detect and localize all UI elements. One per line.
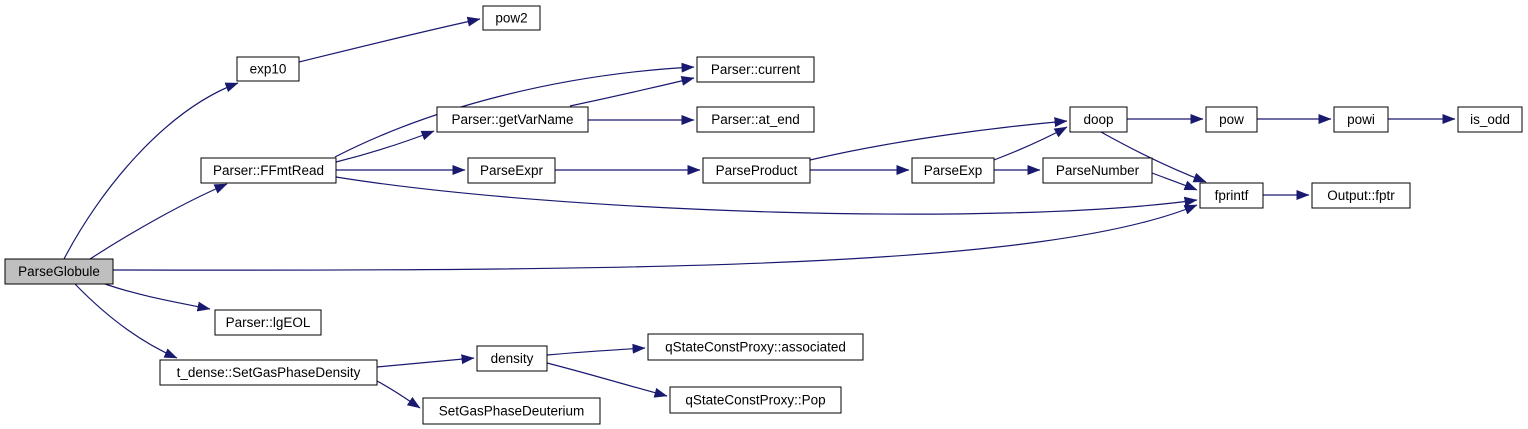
node-label-Parser-at_end: Parser::at_end [711, 112, 800, 127]
node-box-qStateConstProxy-associated[interactable] [647, 333, 864, 361]
node-label-powi: powi [1347, 112, 1375, 127]
node-box-exp10[interactable] [236, 56, 300, 82]
node-box-SetGasPhaseDeuterium[interactable] [422, 397, 601, 425]
nodes-layer: ParseGlobuleexp10pow2Parser::FFmtReadPar… [4, 5, 1523, 425]
node-density[interactable]: density [476, 345, 548, 372]
edge-ParseExp-to-doop [993, 126, 1068, 161]
node-label-t_dense-SetGasPhaseDensity: t_dense::SetGasPhaseDensity [177, 365, 361, 380]
node-label-ParseGlobule: ParseGlobule [18, 264, 100, 279]
node-label-Parser-lgEOL: Parser::lgEOL [226, 315, 311, 330]
node-ParseExp[interactable]: ParseExp [911, 157, 995, 184]
node-box-density[interactable] [476, 345, 548, 372]
node-box-qStateConstProxy-Pop[interactable] [669, 386, 842, 414]
node-box-pow2[interactable] [482, 5, 541, 31]
node-label-qStateConstProxy-associated: qStateConstProxy::associated [665, 340, 846, 355]
node-label-qStateConstProxy-Pop: qStateConstProxy::Pop [685, 393, 825, 408]
node-Parser-at_end[interactable]: Parser::at_end [696, 106, 815, 133]
node-label-ParseExp: ParseExp [924, 163, 983, 178]
node-label-density: density [491, 351, 534, 366]
node-label-ParseNumber: ParseNumber [1056, 163, 1140, 178]
edge-density-to-qStateConstProxy-Pop [546, 362, 668, 398]
node-fprintf[interactable]: fprintf [1199, 182, 1264, 209]
edge-ParseGlobule-to-Parser-FFmtRead [89, 183, 228, 260]
node-box-ParseExpr[interactable] [467, 157, 556, 184]
node-box-ParseProduct[interactable] [702, 157, 811, 184]
node-box-is_odd[interactable] [1457, 106, 1523, 133]
node-label-ParseProduct: ParseProduct [716, 163, 798, 178]
node-ParseExpr[interactable]: ParseExpr [467, 157, 556, 184]
node-qStateConstProxy-associated[interactable]: qStateConstProxy::associated [647, 333, 864, 361]
node-box-ParseNumber[interactable] [1042, 157, 1153, 184]
node-ParseNumber[interactable]: ParseNumber [1042, 157, 1153, 184]
node-box-Output-fptr[interactable] [1311, 182, 1411, 209]
node-t_dense-SetGasPhaseDensity[interactable]: t_dense::SetGasPhaseDensity [159, 359, 378, 386]
node-label-Parser-getVarName: Parser::getVarName [451, 112, 573, 127]
node-box-Parser-FFmtRead[interactable] [200, 157, 337, 184]
edge-ParseGlobule-to-fprintf [112, 204, 1198, 271]
node-label-fprintf: fprintf [1215, 188, 1249, 203]
node-is_odd[interactable]: is_odd [1457, 106, 1523, 133]
edge-ParseProduct-to-doop [809, 117, 1068, 161]
node-box-ParseGlobule[interactable] [4, 258, 114, 285]
node-box-Parser-at_end[interactable] [696, 106, 815, 133]
node-Parser-getVarName[interactable]: Parser::getVarName [436, 106, 589, 133]
node-Parser-current[interactable]: Parser::current [696, 56, 815, 83]
node-label-pow2: pow2 [495, 11, 527, 26]
edge-Parser-FFmtRead-to-Parser-getVarName [335, 130, 435, 163]
node-label-SetGasPhaseDeuterium: SetGasPhaseDeuterium [439, 404, 585, 419]
node-Output-fptr[interactable]: Output::fptr [1311, 182, 1411, 209]
edge-Parser-FFmtRead-to-fprintf [335, 176, 1198, 215]
node-label-is_odd: is_odd [1470, 112, 1510, 127]
node-powi[interactable]: powi [1333, 106, 1389, 133]
node-ParseProduct[interactable]: ParseProduct [702, 157, 811, 184]
node-SetGasPhaseDeuterium[interactable]: SetGasPhaseDeuterium [422, 397, 601, 425]
node-box-t_dense-SetGasPhaseDensity[interactable] [159, 359, 378, 386]
node-box-Parser-current[interactable] [696, 56, 815, 83]
edge-t_dense-SetGasPhaseDensity-to-density [376, 354, 475, 368]
edge-ParseGlobule-to-Parser-lgEOL [104, 283, 211, 312]
node-box-doop[interactable] [1069, 106, 1128, 133]
edge-Parser-FFmtRead-to-Parser-current [334, 62, 695, 158]
edge-ParseGlobule-to-t_dense-SetGasPhaseDensity [74, 283, 178, 359]
edge-doop-to-fprintf [1100, 131, 1207, 183]
node-label-doop: doop [1083, 112, 1113, 127]
node-label-pow: pow [1219, 112, 1244, 127]
edge-density-to-qStateConstProxy-associated [546, 343, 646, 356]
node-label-exp10: exp10 [250, 62, 287, 77]
node-label-Parser-FFmtRead: Parser::FFmtRead [213, 163, 324, 178]
node-label-Output-fptr: Output::fptr [1327, 188, 1395, 203]
edge-t_dense-SetGasPhaseDensity-to-SetGasPhaseDeuterium [376, 380, 421, 409]
node-label-ParseExpr: ParseExpr [480, 163, 544, 178]
node-box-powi[interactable] [1333, 106, 1389, 133]
node-doop[interactable]: doop [1069, 106, 1128, 133]
node-box-Parser-lgEOL[interactable] [214, 309, 322, 336]
edge-exp10-to-pow2 [298, 16, 481, 63]
node-box-ParseExp[interactable] [911, 157, 995, 184]
edge-ParseNumber-to-fprintf [1151, 172, 1198, 191]
node-Parser-lgEOL[interactable]: Parser::lgEOL [214, 309, 322, 336]
node-box-pow[interactable] [1205, 106, 1258, 133]
node-Parser-FFmtRead[interactable]: Parser::FFmtRead [200, 157, 337, 184]
edges-layer [63, 16, 1456, 409]
edge-Parser-getVarName-to-Parser-current [569, 76, 695, 107]
node-pow[interactable]: pow [1205, 106, 1258, 133]
node-qStateConstProxy-Pop[interactable]: qStateConstProxy::Pop [669, 386, 842, 414]
node-label-Parser-current: Parser::current [711, 62, 801, 77]
node-exp10[interactable]: exp10 [236, 56, 300, 82]
node-box-fprintf[interactable] [1199, 182, 1264, 209]
node-pow2[interactable]: pow2 [482, 5, 541, 31]
node-box-Parser-getVarName[interactable] [436, 106, 589, 133]
edge-ParseGlobule-to-exp10 [63, 82, 239, 260]
node-ParseGlobule[interactable]: ParseGlobule [4, 258, 114, 285]
